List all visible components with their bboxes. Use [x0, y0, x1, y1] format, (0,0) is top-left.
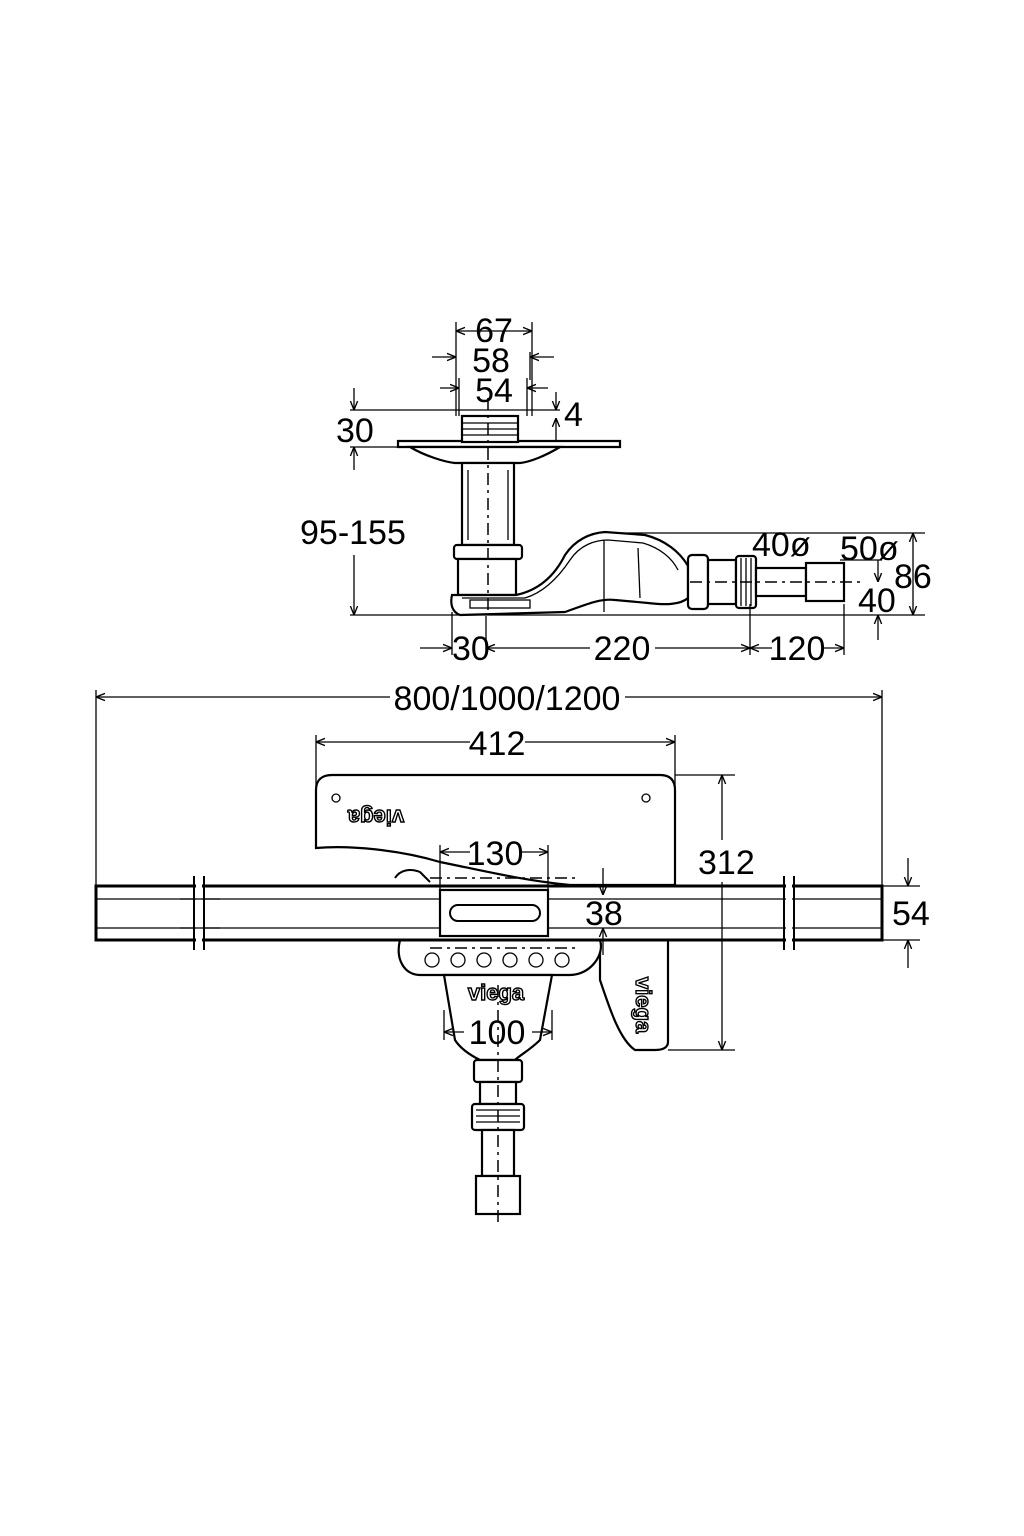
dim-220-label: 220	[594, 630, 651, 668]
bracket-logo: viega	[347, 805, 404, 830]
dim-58-label: 58	[472, 342, 510, 380]
dim-40-label: 40	[858, 582, 896, 620]
side-logo: viega	[631, 977, 656, 1034]
dim-50-diameter-label: 50ø	[840, 530, 899, 568]
dim-40-diameter-label: 40ø	[752, 526, 811, 564]
side-bracket	[598, 938, 670, 1052]
grate-insert	[438, 888, 550, 938]
mounting-bracket	[314, 773, 677, 887]
dim-overall-length-label: 800/1000/1200	[394, 680, 621, 718]
dim-312-label: 312	[698, 844, 755, 882]
dim-412-label: 412	[469, 725, 526, 763]
drain-body	[397, 938, 603, 977]
body-logo: viega	[468, 980, 525, 1005]
dim-4-label: 4	[564, 396, 583, 434]
dim-86-label: 86	[894, 558, 932, 596]
dim-38-label: 38	[585, 895, 623, 933]
dim-130-label: 130	[467, 835, 524, 873]
dim-67-label: 67	[475, 312, 513, 350]
dim-54-label: 54	[892, 895, 930, 933]
side-view: 67 58 54 4 30 95-155 40ø 50ø 86 40 30 22…	[300, 312, 932, 668]
trap-body	[456, 557, 518, 597]
dim-30-bottom-label: 30	[452, 630, 490, 668]
flange-body	[406, 445, 564, 465]
dim-30-top-label: 30	[336, 412, 374, 450]
dim-120-label: 120	[769, 630, 826, 668]
outlet-extension	[754, 566, 808, 598]
plan-view: viega viega viega	[94, 680, 930, 1225]
dim-54-label: 54	[475, 372, 513, 410]
dim-height-range-label: 95-155	[300, 514, 406, 552]
dim-100-label: 100	[469, 1014, 526, 1052]
